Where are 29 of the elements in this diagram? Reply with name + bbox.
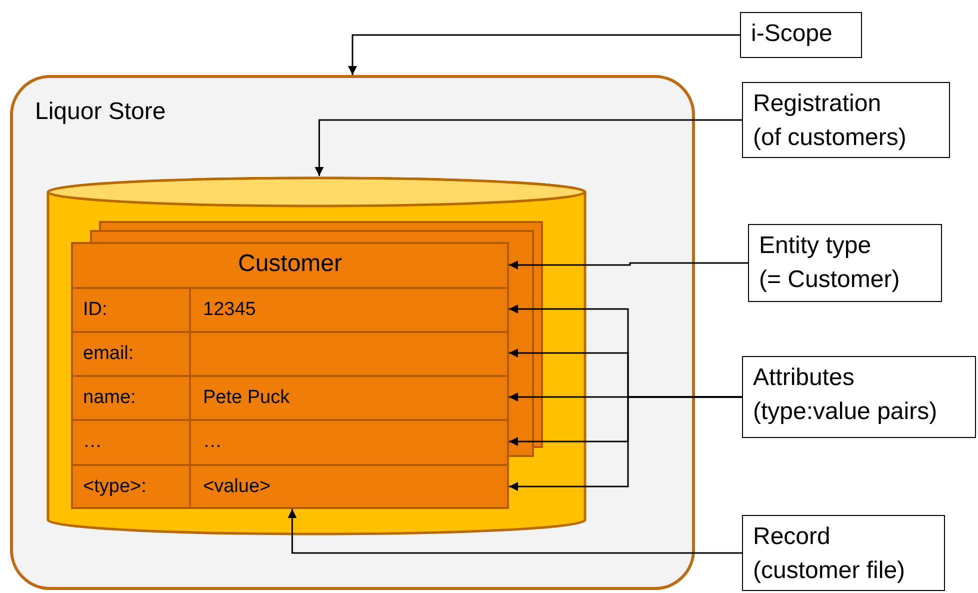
attribute-value: <value> xyxy=(203,476,271,498)
attribute-row xyxy=(71,464,509,509)
attribute-row xyxy=(71,287,509,331)
leader-arrow xyxy=(314,119,742,176)
callout-box: i-Scope xyxy=(740,12,862,58)
attribute-type: email: xyxy=(83,343,134,365)
store-panel xyxy=(10,75,695,590)
attribute-value: … xyxy=(203,431,222,453)
leader-arrow xyxy=(509,260,748,270)
leader-arrow xyxy=(509,396,742,491)
attribute-type: … xyxy=(83,431,102,453)
leader-arrow xyxy=(348,34,740,75)
record-card xyxy=(71,242,509,509)
attribute-type: name: xyxy=(83,387,136,409)
database-cylinder xyxy=(46,176,587,536)
attribute-type: ID: xyxy=(83,299,108,321)
callout-box: Attributes (type:value pairs) xyxy=(742,356,976,438)
attribute-row xyxy=(71,331,509,375)
callout-box: Record (customer file) xyxy=(742,515,945,591)
callout-box: Registration (of customers) xyxy=(742,82,950,158)
attribute-value: Pete Puck xyxy=(203,387,290,409)
attribute-type: <type>: xyxy=(83,476,146,498)
attribute-value: 12345 xyxy=(203,299,256,321)
leader-arrow xyxy=(288,509,742,554)
callout-box: Entity type (= Customer) xyxy=(748,224,942,302)
attribute-row xyxy=(71,375,509,419)
panel-title: Liquor Store xyxy=(35,98,166,126)
attribute-row xyxy=(71,419,509,464)
entity-heading: Customer xyxy=(236,250,344,278)
